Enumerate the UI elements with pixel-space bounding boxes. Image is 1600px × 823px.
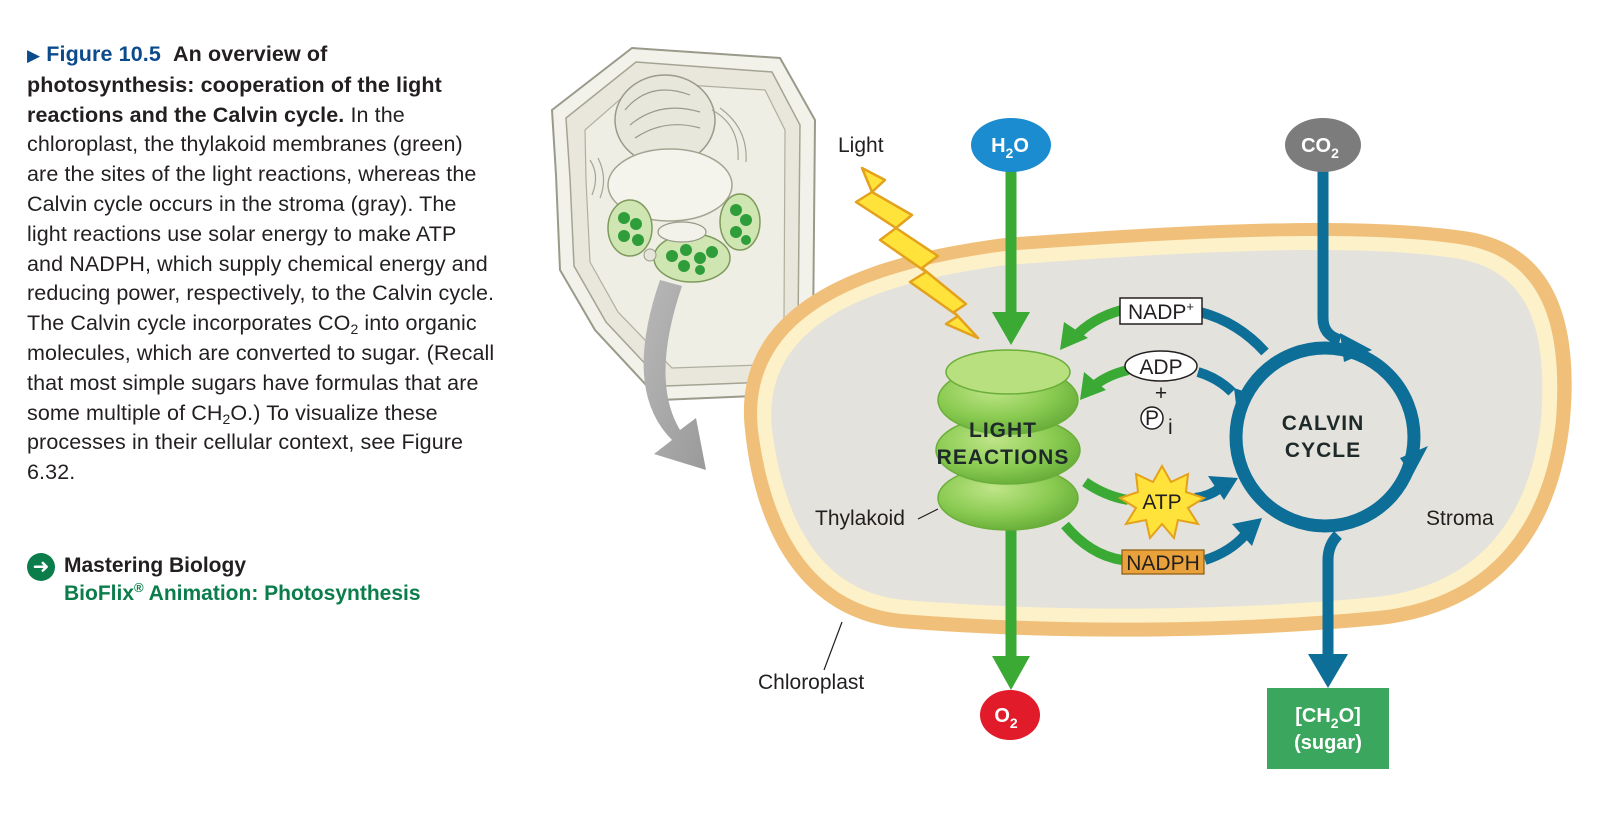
co2-oval: [1285, 118, 1361, 172]
thylakoid-label: Thylakoid: [815, 507, 905, 530]
phosphate-p: P: [1145, 407, 1159, 430]
nadp-label: NADP+: [1128, 299, 1194, 324]
mastering-title: Mastering Biology: [64, 554, 247, 577]
lr-to-nadph-arrow: [1061, 521, 1123, 565]
light-reactions-line1: LIGHT: [969, 419, 1037, 442]
light-label: Light: [838, 134, 884, 157]
nadph-box: [1121, 549, 1205, 575]
bioflix-link[interactable]: BioFlix® Animation: Photosynthesis: [64, 580, 421, 608]
zoom-arrow: [643, 280, 706, 470]
plant-cell-illustration: [550, 46, 817, 402]
adp-oval: [1124, 350, 1198, 382]
play-triangle-icon: ▶: [27, 46, 41, 65]
calvin-cycle-ring: [1229, 341, 1421, 533]
sugar-arrow-shaft: [1322, 531, 1343, 660]
nadph-to-calvin-arrow: [1203, 531, 1249, 565]
plus-sign: +: [1155, 382, 1167, 405]
thylakoid-stack: [935, 349, 1081, 531]
registered-mark: ®: [134, 580, 144, 595]
figure-title: An overview of photosynthesis: cooperati…: [27, 42, 442, 127]
adp-return-arrow: [1196, 367, 1236, 396]
phosphate-sub: i: [1168, 416, 1173, 439]
caption-sub-2: 2: [222, 410, 231, 427]
h2o-oval: [971, 118, 1051, 172]
h2o-arrow-head: [992, 312, 1030, 345]
light-reactions-line2: REACTIONS: [937, 446, 1070, 469]
o2-oval: [980, 690, 1040, 740]
adp-to-lr-arrow-head: [1080, 372, 1106, 400]
calvin-arrow-head-left: [1234, 388, 1252, 420]
figure-caption: ▶ Figure 10.5 An overview of photosynthe…: [27, 40, 497, 488]
nadph-label: NADPH: [1126, 552, 1200, 575]
nadp-to-lr-arrow-head: [1060, 322, 1088, 350]
o2-label: O2: [994, 705, 1018, 731]
calvin-arrow-head-right: [1400, 446, 1428, 476]
atp-label: ATP: [1142, 491, 1181, 514]
h2o-label: H2O: [991, 135, 1029, 161]
co2-arrow-shaft: [1317, 170, 1342, 346]
nadp-box: [1119, 297, 1203, 325]
adp-label: ADP: [1139, 356, 1182, 379]
phosphate-circle: [1140, 406, 1164, 430]
sugar-word: (sugar): [1294, 732, 1362, 754]
arrow-circle-icon[interactable]: ➜: [27, 553, 55, 581]
calvin-cycle-line2: CYCLE: [1285, 439, 1361, 462]
nadph-to-calvin-arrow-head: [1232, 518, 1262, 546]
o2-arrow-head: [992, 656, 1030, 690]
figure-number: Figure 10.5: [46, 42, 161, 66]
sugar-arrow-head: [1308, 654, 1348, 688]
sugar-box: [1267, 688, 1389, 769]
bioflix-link-prefix: BioFlix: [64, 582, 135, 605]
chloroplast-label: Chloroplast: [758, 671, 864, 694]
sugar-formula: [CH2O]: [1295, 705, 1361, 731]
caption-body-1: In the chloroplast, the thylakoid membra…: [27, 102, 495, 336]
calvin-cycle-line1: CALVIN: [1282, 412, 1365, 435]
co2-label: CO2: [1301, 135, 1339, 161]
chloroplast-leader-line: [823, 621, 843, 671]
thylakoid-leader-line: [917, 508, 939, 520]
calvin-arrow-head-top: [1340, 333, 1372, 362]
caption-body-2: into organic molecules, which are conver…: [27, 311, 495, 425]
stroma-label: Stroma: [1426, 507, 1494, 530]
caption-body-3: O.) To visualize these processes in thei…: [27, 400, 464, 485]
atp-starburst: [1117, 463, 1207, 541]
atp-to-calvin-arrow-head: [1208, 476, 1238, 500]
caption-sub-1: 2: [350, 321, 359, 338]
nadp-return-arrow: [1198, 307, 1269, 356]
lightning-bolt: [854, 166, 980, 340]
bioflix-link-suffix: Animation: Photosynthesis: [143, 582, 421, 605]
